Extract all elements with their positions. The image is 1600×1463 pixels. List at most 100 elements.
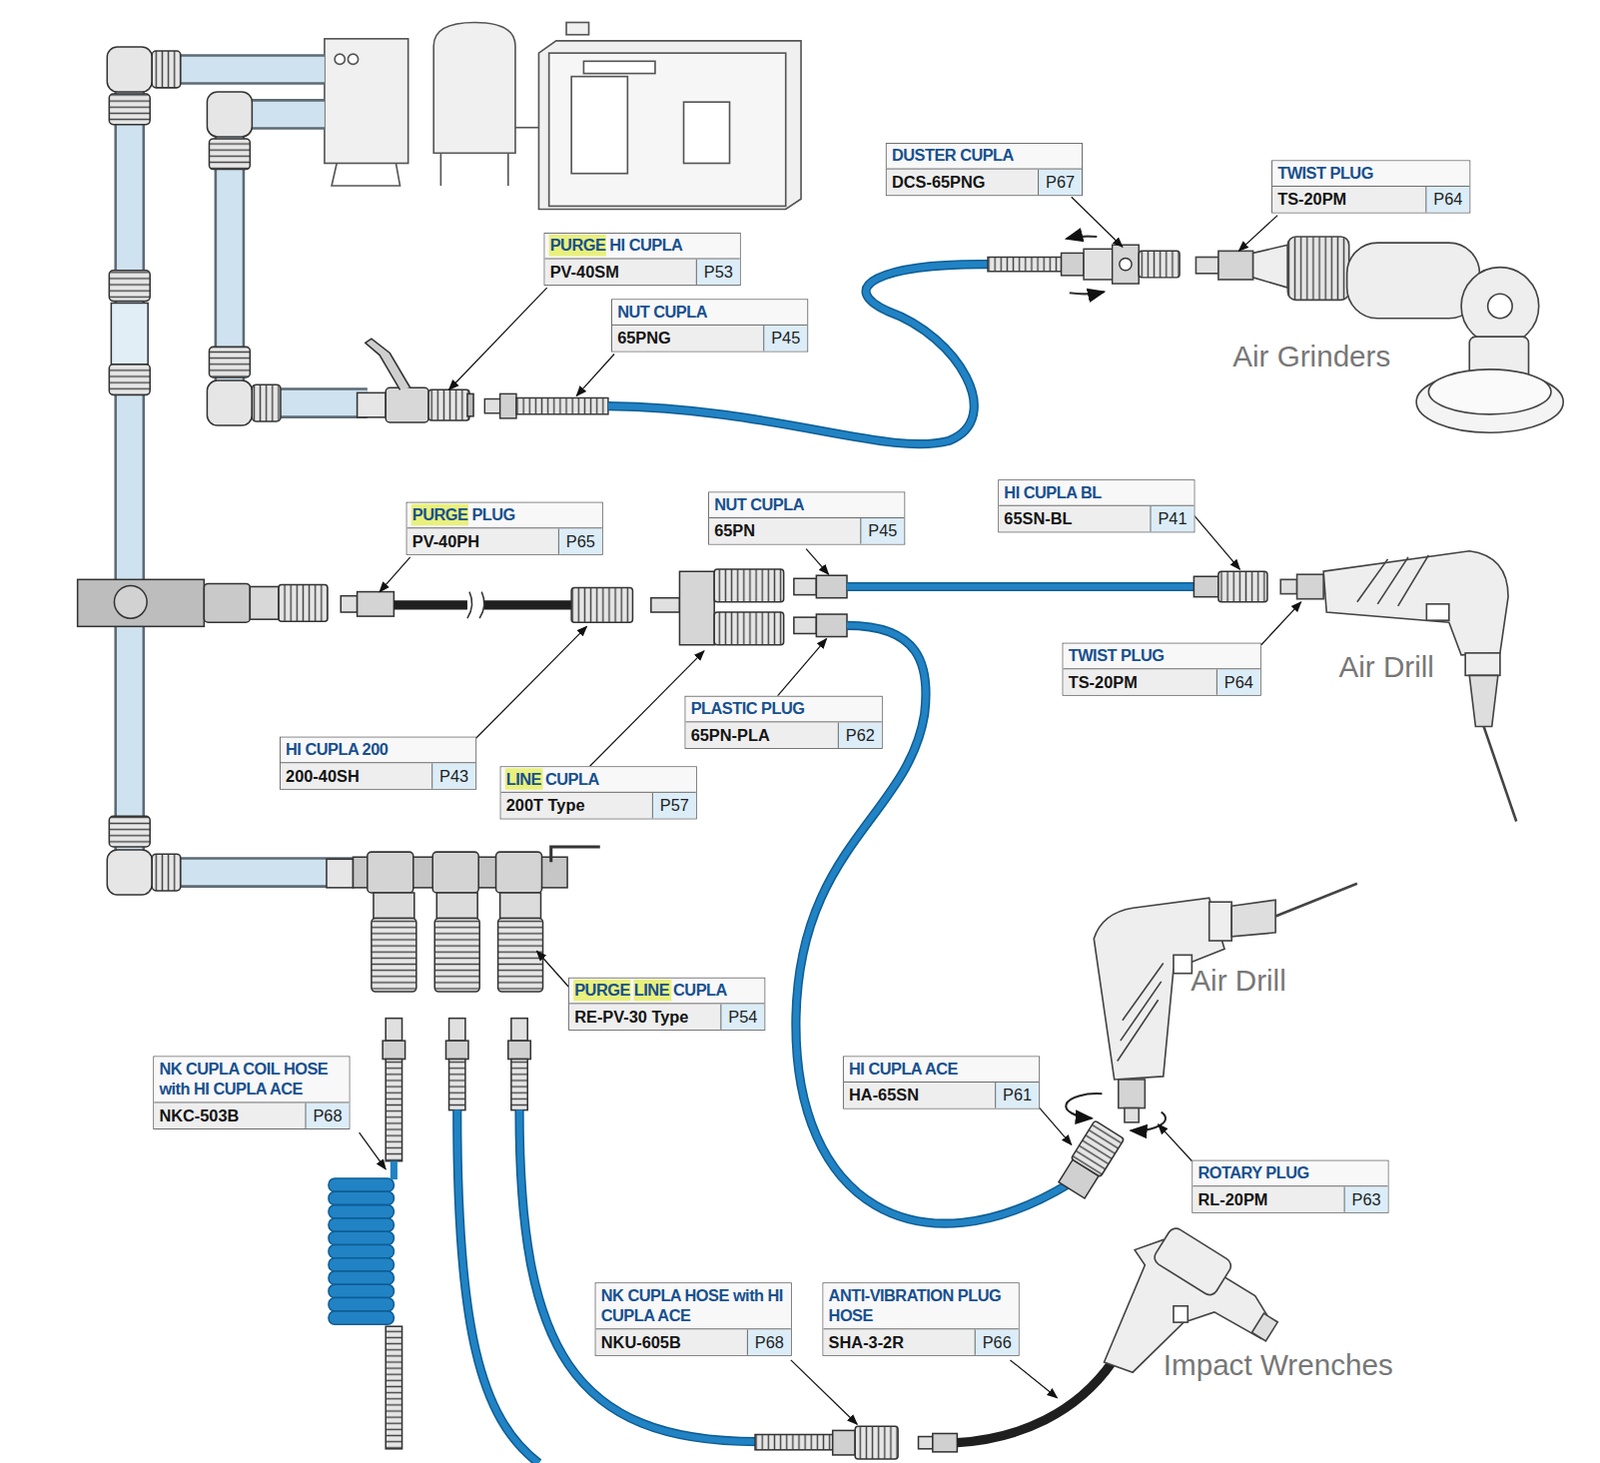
part-name: PURGE PLUG [412,506,516,524]
leader-line [1193,515,1240,570]
line-cupla-socket [714,569,784,603]
part-name: PURGE LINE CUPLA [574,981,728,999]
leader-line [1158,1124,1195,1164]
twist-plug-body [1297,574,1325,600]
part-name: NK CUPLA COIL HOSE with HI CUPLA ACE [158,1060,328,1099]
part-heading-row: TWIST PLUG [1272,160,1470,187]
callout-box: HI CUPLA BL65SN-BLP41 [997,479,1195,533]
part-number: PV-40PH [407,528,559,555]
air-hose [846,583,1196,590]
cabinet-front [549,52,787,206]
part-code-row: 65PNGP45 [612,325,807,352]
manifold-valve-handle [551,846,601,862]
page-number: P43 [431,763,476,790]
socket-sleeve [371,918,417,993]
part-number: PV-40SM [545,259,697,286]
pipe-sleeve [110,302,148,364]
pipe-union [208,138,250,170]
air-dryer [324,38,409,164]
part-heading-row: LINE CUPLA [501,767,697,794]
part-number: HA-65SN [843,1082,995,1109]
socket-nut [832,1430,855,1456]
drill-bit [1275,883,1358,917]
page-number: P45 [859,518,904,545]
leader-line [1071,196,1123,247]
part-number: TS-20PM [1272,186,1426,213]
part-name: TWIST PLUG [1277,163,1374,181]
line-cupla-plug [651,598,681,613]
air-hose [457,1110,540,1463]
socket-body [373,892,415,919]
elbow-fitting [206,380,252,426]
cabinet-panel [684,101,731,163]
compressor-cabinet [538,40,801,210]
part-code-row: TS-20PMP64 [1063,669,1261,696]
leader-lines [359,196,1302,1425]
socket-hex [249,586,279,620]
page-number: P65 [558,528,603,555]
part-heading-row: PURGE HI CUPLA [545,233,741,260]
drill-collar [1465,653,1501,676]
purge-plug-body [357,592,395,618]
grinder-head [1461,267,1540,346]
purge-line-cupla-manifold [353,846,601,1162]
coil-loop [328,1205,394,1219]
part-code-row: DCS-65PNGP67 [886,169,1082,196]
part-code-row: NKU-605BP68 [596,1329,792,1356]
part-code-row: 65PN-PLAP62 [686,722,882,749]
coil-loop [328,1244,394,1258]
nut-plug-nut [815,575,847,598]
part-heading-row: ANTI-VIBRATION PLUG HOSE [823,1283,1019,1330]
callout-box: PURGE PLUG PV-40PHP65 [406,502,604,556]
elbow-fitting [206,91,252,137]
callout-box: PURGE LINE CUPLA RE-PV-30 TypeP54 [568,977,766,1031]
page-number: P57 [652,793,697,819]
elbow-fitting [106,849,152,895]
elbow-fitting [106,46,152,92]
manifold-port [432,851,479,893]
tank-legs [440,152,508,186]
part-code-row: RE-PV-30 TypeP54 [569,1003,765,1030]
pipe-union [208,346,250,378]
pipe-adapter [326,858,354,888]
part-heading-row: NUT CUPLA [709,492,904,519]
hose-assembly [484,393,609,419]
part-name: NUT CUPLA [714,496,804,514]
socket-sleeve [1070,1120,1124,1178]
reducer [203,583,250,623]
plug-nut [932,1433,958,1452]
part-name: HI CUPLA BL [1003,483,1101,501]
part-number: RE-PV-30 Type [569,1003,721,1030]
plug-nut [508,1040,531,1059]
page-number: P45 [763,325,807,352]
socket-sleeve [428,389,470,421]
rotation-arrow [1069,291,1105,294]
part-name: ANTI-VIBRATION PLUG HOSE [828,1286,1002,1325]
plug-tip [918,1437,933,1450]
drill-body [1323,551,1509,656]
socket-sleeve [1218,571,1268,603]
line-cupla-socket [714,612,784,646]
coil-loop [328,1284,394,1298]
callout-box: ROTARY PLUGRL-20PMP63 [1191,1160,1389,1214]
pipe-union [151,50,181,88]
plug-tip [449,1018,466,1041]
hose-outline [519,1110,758,1443]
part-heading-row: NK CUPLA COIL HOSE with HI CUPLA ACE [153,1056,349,1103]
part-number: NKU-605B [596,1329,748,1356]
spring-guard [449,1059,466,1111]
duster-cupla [987,236,1180,295]
part-heading-row: ROTARY PLUG [1192,1161,1388,1188]
part-name: NUT CUPLA [617,302,708,320]
plastic-plug-tip [794,617,816,634]
part-code-row: TS-20PMP64 [1272,186,1470,213]
grinder-grip [1287,236,1349,300]
leader-line [449,287,548,390]
rotary-plug-body [1118,1079,1146,1109]
air-grinder [1195,236,1564,433]
coil-loop [328,1191,394,1205]
pipe-union [151,853,181,891]
plug-nut [382,1040,405,1059]
